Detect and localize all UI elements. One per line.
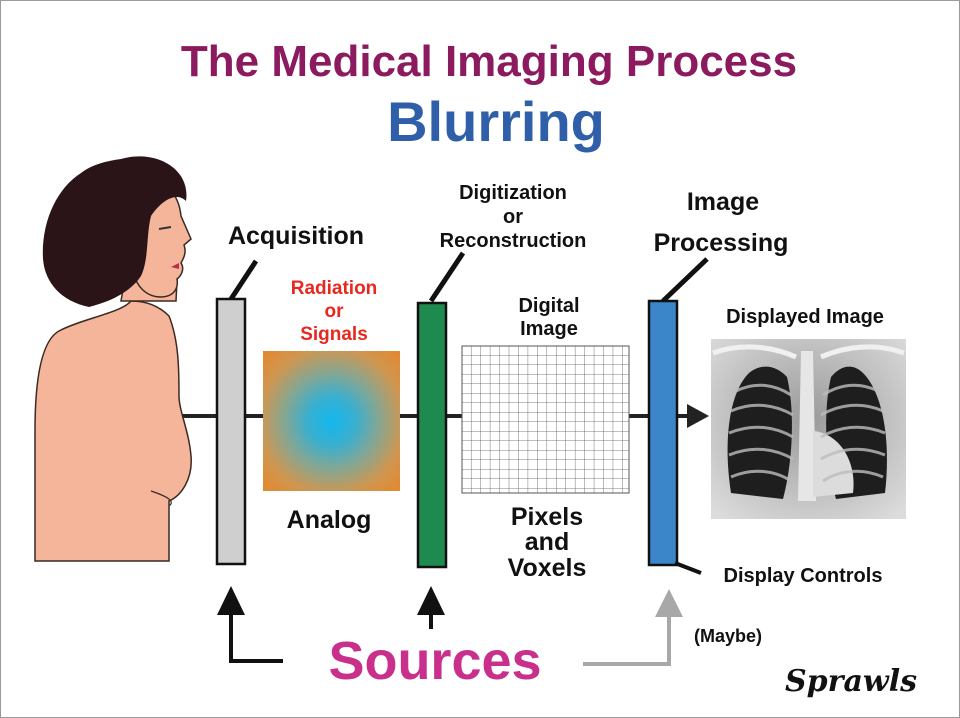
acquisition-pointer xyxy=(228,259,259,301)
displayed-image-label: Displayed Image xyxy=(726,306,884,328)
processing-bar xyxy=(647,299,679,567)
radiation-label: Radiation xyxy=(291,278,378,299)
maybe-label: (Maybe) xyxy=(694,626,762,646)
digitization-pointer xyxy=(428,251,466,303)
processing-pointer xyxy=(661,257,709,303)
display-controls-label: Display Controls xyxy=(724,565,883,587)
patient-figure xyxy=(34,156,192,562)
digitization-or-label: or xyxy=(503,206,523,228)
pixels-and-label: and xyxy=(525,528,569,556)
reconstruction-label: Reconstruction xyxy=(440,230,587,252)
analog-label: Analog xyxy=(287,506,372,534)
arrow-up-icon xyxy=(217,586,245,615)
acquisition-bar xyxy=(215,297,247,566)
display-controls-pointer xyxy=(674,561,702,575)
arrow-up-icon xyxy=(417,586,445,615)
digital-label: Digital xyxy=(518,295,579,317)
image-label: Image xyxy=(687,188,759,216)
diagram-subtitle: Blurring xyxy=(387,90,605,153)
diagram-title: The Medical Imaging Process xyxy=(181,37,797,86)
signals-label: Signals xyxy=(300,324,368,345)
voxels-label: Voxels xyxy=(508,554,587,582)
xray-chest-image xyxy=(711,339,906,519)
arrow-up-icon xyxy=(655,589,683,617)
pixels-label: Pixels xyxy=(511,503,583,531)
digital-image-label: Image xyxy=(520,318,578,340)
arrow-right-icon xyxy=(687,404,709,428)
sources-right-connector xyxy=(583,615,671,666)
digitization-bar xyxy=(416,301,448,569)
sources-label: Sources xyxy=(328,631,541,691)
signature: Sprawls xyxy=(785,664,917,699)
processing-label: Processing xyxy=(654,229,789,257)
pixel-grid xyxy=(461,345,630,494)
digitization-label: Digitization xyxy=(459,182,567,204)
radiation-or-label: or xyxy=(325,301,345,322)
analog-blur-square xyxy=(263,351,400,491)
acquisition-label: Acquisition xyxy=(228,222,364,250)
sources-left-connector xyxy=(229,613,283,663)
